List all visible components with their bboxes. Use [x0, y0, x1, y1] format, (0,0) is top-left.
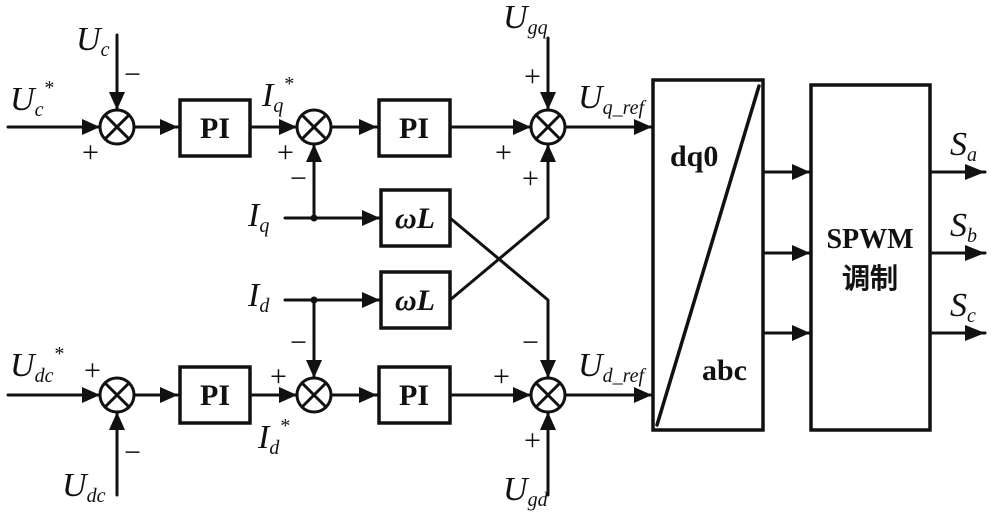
arrow-into-omegal-top [362, 210, 380, 226]
arrow-into-spwm-b [792, 245, 810, 261]
sign-sum6-left-plus: + [493, 360, 510, 393]
pi-block-voltage-dc-label: PI [200, 379, 230, 412]
pi-block-voltage-dc [178, 365, 252, 425]
arrow-into-pi2 [359, 119, 377, 135]
transform-bottom-label: abc [702, 354, 747, 387]
pi-block-current-d [377, 365, 452, 425]
pi-block-current-d-label: PI [399, 379, 429, 412]
label-udc: Udc [62, 467, 106, 507]
junction-iq [310, 214, 318, 222]
omega-l-block-top [379, 188, 452, 248]
label-ugd: Ugd [503, 471, 549, 511]
junction-id [310, 296, 318, 304]
arrow-into-sum3-top [540, 92, 556, 110]
label-uc-ref: Uc* [10, 77, 53, 121]
arrow-out-sb [965, 245, 985, 261]
sum-junction-iq [295, 108, 333, 146]
arrow-into-sum5-top [306, 360, 322, 378]
label-sb: Sb [950, 207, 977, 247]
pi-block-current-q [377, 98, 452, 158]
arrow-into-sum1-top [109, 92, 125, 110]
sum-junction-uq [529, 108, 567, 146]
arrow-into-spwm-c [792, 325, 810, 341]
omega-l-block-top-label: ωL [395, 202, 435, 235]
arrow-into-sum2-left [279, 119, 297, 135]
label-ugq: Ugq [503, 0, 548, 39]
label-ud-ref: Ud_ref [578, 347, 646, 387]
sum-junction-uc [98, 108, 136, 146]
arrow-into-pi3 [160, 387, 178, 403]
label-uq-ref: Uq_ref [578, 79, 646, 119]
arrow-into-spwm-a [792, 164, 810, 180]
arrow-into-transform-top [634, 119, 652, 135]
sign-sum4-plus: + [84, 354, 101, 387]
sum-junction-ud [529, 376, 567, 414]
arrow-into-sum3-left [513, 119, 531, 135]
label-udc-ref: Udc* [10, 343, 63, 387]
arrow-out-sc [965, 325, 985, 341]
label-sc: Sc [950, 287, 976, 327]
sign-sum1-plus: + [82, 136, 99, 169]
omega-l-block-bottom-label: ωL [395, 284, 435, 317]
sign-sum2-minus: − [290, 162, 307, 195]
sign-sum3-bottom-plus: + [522, 162, 539, 195]
sign-sum6-bottom-plus: + [524, 424, 541, 457]
spwm-label: SPWM [826, 224, 913, 255]
label-id-ref: Id* [257, 415, 289, 459]
wire-omegal-top-to-sum6 [448, 216, 550, 380]
arrow-into-sum1-left [82, 119, 100, 135]
label-sa: Sa [950, 126, 977, 166]
spwm-modulation-block [809, 83, 932, 432]
sign-sum2-plus: + [277, 136, 294, 169]
sign-sum5-minus: − [290, 326, 307, 359]
arrow-into-pi1 [160, 119, 178, 135]
omega-l-block-bottom [379, 270, 452, 330]
label-iq-ref: Iq* [261, 73, 293, 117]
arrow-into-sum5-left [279, 387, 297, 403]
sum-junction-id [295, 376, 333, 414]
label-iq: Iq [247, 197, 269, 237]
label-id: Id [247, 277, 270, 317]
pi-block-voltage-ac-label: PI [200, 112, 230, 145]
arrow-out-sa [965, 164, 985, 180]
arrow-into-sum3-bottom [540, 144, 556, 162]
arrow-into-sum2-bottom [306, 144, 322, 162]
arrow-into-omegal-bottom [362, 292, 380, 308]
sign-sum1-minus: − [124, 58, 141, 91]
arrow-into-sum6-top [540, 360, 556, 378]
arrow-into-sum4-left [82, 387, 100, 403]
sum-junction-udc [98, 376, 136, 414]
arrow-into-sum6-bottom [540, 412, 556, 430]
dq0-abc-diagonal [655, 84, 761, 427]
sign-sum3-top-plus: + [524, 60, 541, 93]
label-uc: Uc [76, 21, 110, 61]
sign-sum5-plus: + [270, 360, 287, 393]
arrow-into-pi4 [359, 387, 377, 403]
transform-top-label: dq0 [670, 140, 718, 173]
arrow-into-transform-bottom [634, 387, 652, 403]
sign-sum4-minus: − [124, 436, 141, 469]
arrow-into-sum6-left [513, 387, 531, 403]
sign-sum3-left-plus: + [495, 136, 512, 169]
arrow-into-sum4-bottom [109, 412, 125, 430]
pi-block-current-q-label: PI [399, 112, 429, 145]
wire-omegal-bottom-to-sum3 [448, 142, 550, 302]
pi-block-voltage-ac [178, 98, 252, 158]
sign-sum6-top-minus: − [522, 326, 539, 359]
spwm-modulation-label: 调制 [842, 262, 898, 295]
